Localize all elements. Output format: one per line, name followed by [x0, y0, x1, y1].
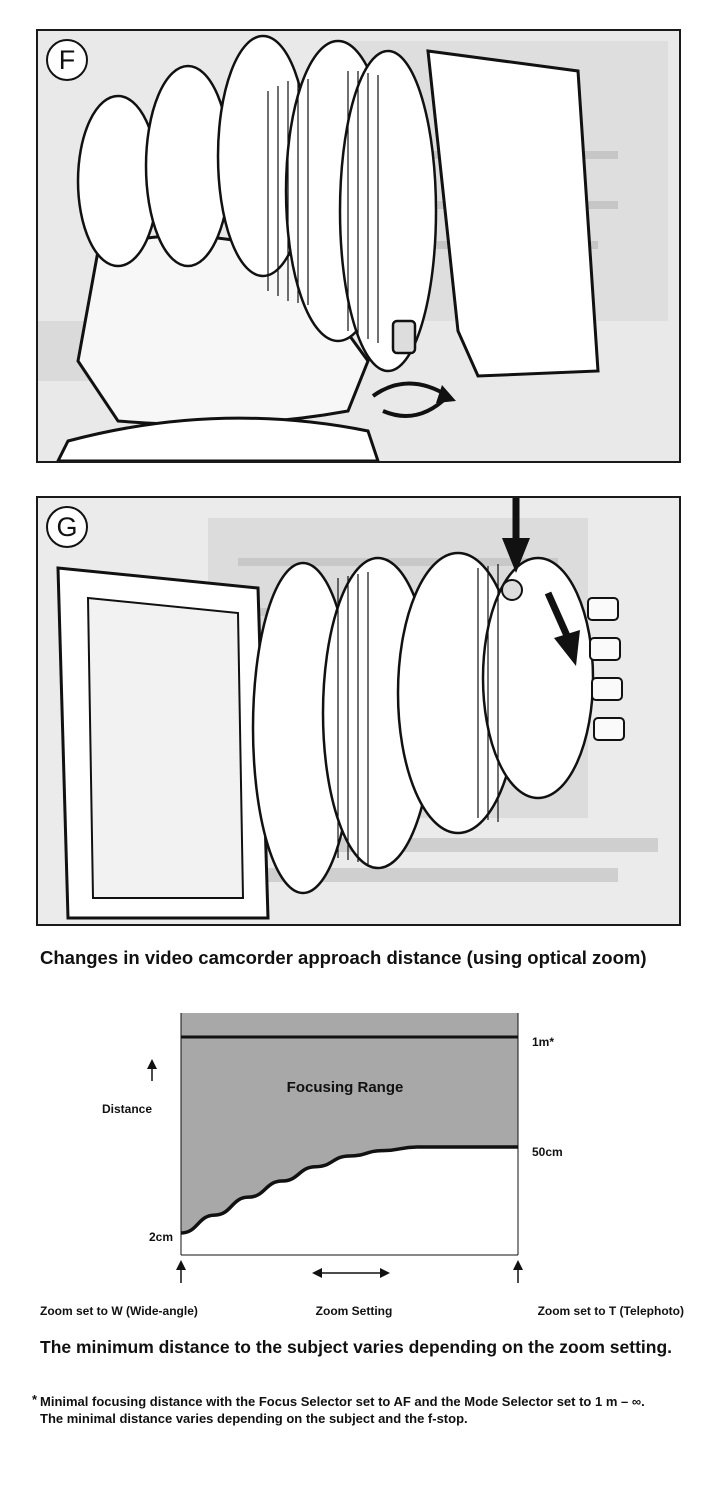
footnote-marker: *	[32, 1392, 38, 1407]
min-distance-curve	[180, 1145, 518, 1235]
upper-limit-label: 1m*	[532, 1035, 554, 1049]
footnote-line-1: Minimal focusing distance with the Focus…	[40, 1394, 645, 1409]
figure-g-label: G	[46, 506, 88, 548]
figure-g-illustration	[38, 498, 679, 924]
tele-arrow-icon	[513, 1260, 523, 1283]
lower-limit-white-area	[181, 1147, 518, 1255]
x-label-tele: Zoom set to T (Telephoto)	[538, 1304, 684, 1318]
distance-axis-label: Distance	[102, 1102, 152, 1116]
lower-start-label: 2cm	[149, 1230, 173, 1244]
zoom-double-arrow-icon	[312, 1268, 390, 1278]
summary-text: The minimum distance to the subject vari…	[40, 1337, 673, 1357]
figure-f-label: F	[46, 39, 88, 81]
footnote: * Minimal focusing distance with the Foc…	[32, 1392, 680, 1427]
lower-end-label: 50cm	[532, 1145, 563, 1159]
footnote-line-2: The minimal distance varies depending on…	[40, 1411, 468, 1426]
x-label-zoom-setting: Zoom Setting	[316, 1304, 393, 1318]
focusing-range-chart: Focusing Range 1m* 50cm 2cm Distance Zoo…	[40, 1013, 684, 1318]
chart-heading: Changes in video camcorder approach dist…	[40, 947, 647, 968]
figure-f: F	[36, 29, 681, 463]
wide-arrow-icon	[176, 1260, 186, 1283]
focusing-range-label: Focusing Range	[287, 1079, 404, 1096]
figure-f-illustration	[38, 31, 679, 461]
x-label-wide: Zoom set to W (Wide-angle)	[40, 1304, 198, 1318]
figure-g: G	[36, 496, 681, 926]
distance-arrow-icon	[147, 1059, 157, 1081]
